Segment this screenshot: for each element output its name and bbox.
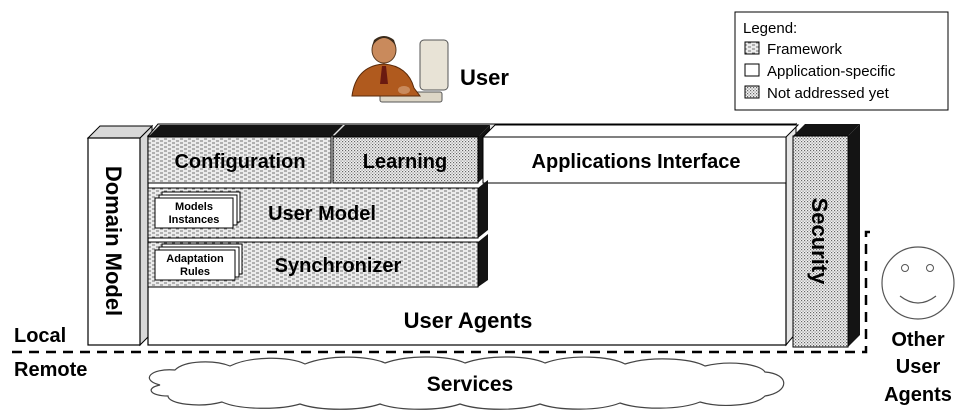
applications-interface-block: Applications Interface bbox=[481, 124, 800, 184]
local-label: Local bbox=[14, 325, 66, 347]
security-side bbox=[848, 124, 860, 347]
adaptation-rules-line2: Rules bbox=[180, 266, 210, 278]
other-user-agents-line2: User bbox=[896, 356, 941, 378]
smiley-mouth bbox=[899, 295, 937, 304]
smiley-left-eye bbox=[901, 264, 909, 272]
other-user-agents: Other User Agents bbox=[881, 246, 955, 406]
legend-swatch-application bbox=[744, 63, 760, 77]
legend-swatch-not-addressed bbox=[744, 85, 760, 99]
learning-face bbox=[332, 136, 479, 184]
remote-label: Remote bbox=[14, 359, 87, 381]
models-instances-line1: Models bbox=[175, 201, 213, 213]
learning-label: Learning bbox=[363, 151, 447, 173]
configuration-block: Configuration bbox=[147, 125, 343, 184]
legend-swatch-framework bbox=[744, 41, 760, 55]
legend-label-not-addressed: Not addressed yet bbox=[767, 85, 890, 102]
adaptation-rules-doc-front bbox=[154, 249, 236, 281]
domain-model-face bbox=[87, 137, 141, 346]
legend-label-framework: Framework bbox=[767, 41, 843, 58]
configuration-label: Configuration bbox=[174, 151, 305, 173]
synchronizer-side bbox=[478, 234, 488, 287]
person-tie bbox=[380, 66, 388, 84]
services-label: Services bbox=[427, 373, 513, 396]
domain-model-block: Domain Model bbox=[86, 124, 154, 347]
adaptation-rules-docs: Adaptation Rules bbox=[154, 243, 243, 281]
legend-label-application: Application-specific bbox=[767, 63, 896, 80]
configuration-face bbox=[147, 136, 332, 184]
user-label: User bbox=[460, 65, 509, 90]
legend: Legend: Framework Application-specific N… bbox=[734, 11, 949, 111]
security-label: Security bbox=[807, 198, 832, 286]
person-hand bbox=[398, 86, 410, 94]
learning-top bbox=[333, 125, 490, 137]
smiley-face-icon bbox=[881, 246, 955, 320]
configuration-top bbox=[148, 125, 343, 137]
security-face bbox=[792, 135, 849, 348]
smiley-right-eye bbox=[926, 264, 934, 272]
applications-interface-face bbox=[482, 136, 787, 184]
synchronizer-label: Synchronizer bbox=[275, 255, 402, 277]
applications-interface-label: Applications Interface bbox=[532, 151, 741, 173]
models-instances-docs: Models Instances bbox=[154, 191, 241, 229]
user-clipart bbox=[351, 36, 449, 103]
adaptation-rules-line1: Adaptation bbox=[166, 253, 224, 265]
cloud-shape bbox=[148, 356, 785, 410]
learning-block: Learning bbox=[332, 125, 490, 184]
services-cloud: Services bbox=[148, 356, 785, 410]
legend-title: Legend: bbox=[743, 20, 797, 37]
other-user-agents-line1: Other bbox=[891, 329, 945, 351]
security-block: Security bbox=[792, 124, 860, 348]
local-remote-boundary bbox=[12, 230, 870, 354]
user-agents-label: User Agents bbox=[404, 308, 533, 333]
other-user-agents-line3: Agents bbox=[884, 384, 952, 406]
user-model-side bbox=[478, 180, 488, 238]
monitor bbox=[419, 39, 449, 91]
domain-model-top bbox=[86, 125, 154, 139]
person-hair bbox=[372, 36, 396, 46]
security-top bbox=[793, 124, 860, 136]
user-model-label: User Model bbox=[268, 203, 376, 225]
models-instances-doc-front bbox=[154, 197, 234, 229]
applications-interface-top bbox=[481, 124, 800, 138]
legend-frame bbox=[734, 11, 949, 111]
models-instances-line2: Instances bbox=[169, 214, 220, 226]
domain-model-label: Domain Model bbox=[101, 166, 126, 316]
